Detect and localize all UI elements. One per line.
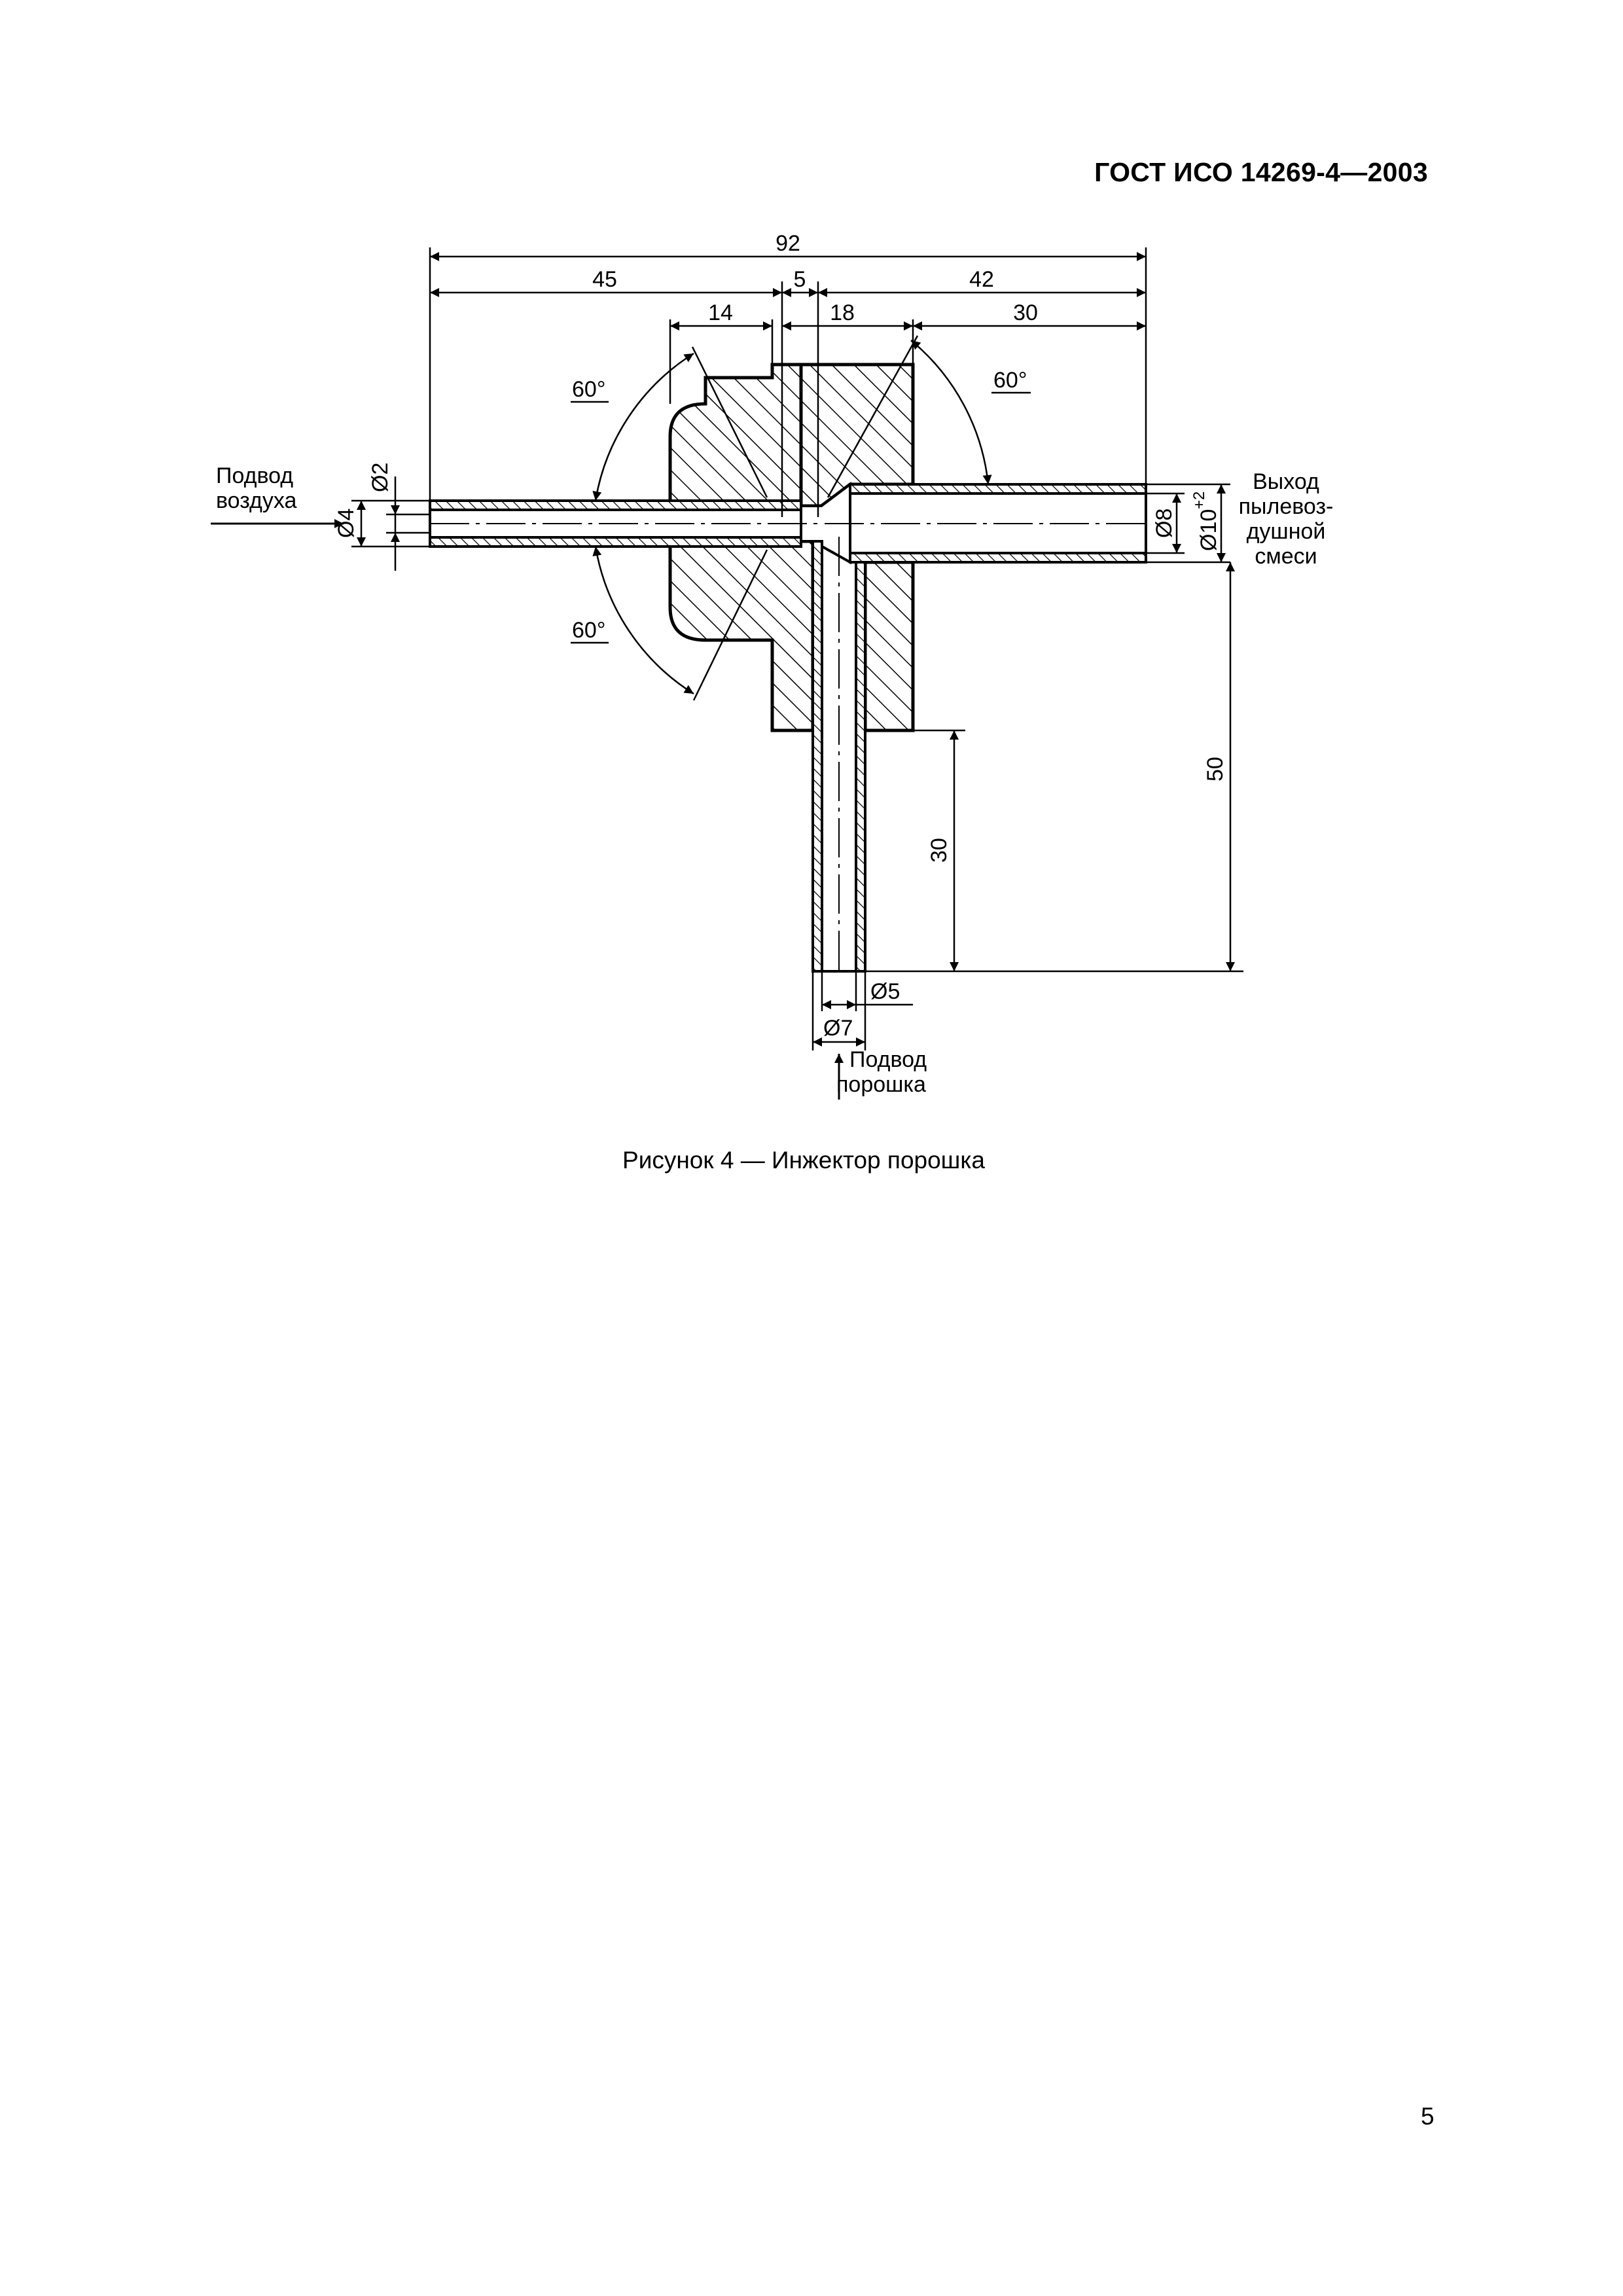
dim-14: 14 bbox=[708, 300, 733, 325]
flow-arrows bbox=[211, 519, 844, 1100]
dim-30-vertical: 30 bbox=[927, 838, 952, 863]
dim-d8: Ø8 bbox=[1152, 509, 1177, 538]
air-inlet-tube bbox=[429, 499, 818, 548]
angle-top-left: 60° bbox=[572, 377, 605, 402]
dim-45: 45 bbox=[592, 267, 617, 292]
inlet-diameter-dimensions bbox=[351, 476, 430, 571]
powder-inlet-label-line2: порошка bbox=[836, 1072, 926, 1097]
page-number: 5 bbox=[1421, 2103, 1435, 2130]
powder-diameter-dimensions bbox=[812, 971, 913, 1050]
air-inlet-label-line1: Подвод bbox=[216, 463, 293, 488]
outlet-label-line3: душной bbox=[1247, 519, 1326, 544]
dim-5: 5 bbox=[794, 267, 806, 292]
dim-d10-tolerance: +2 bbox=[1190, 492, 1208, 509]
figure-caption-text: Рисунок 4 — Инжектор порошка bbox=[622, 1147, 985, 1174]
powder-injector-drawing: 92 45 5 42 14 18 30 60° 60° 60° Ø4 Ø2 bbox=[211, 231, 1334, 1100]
dim-d7: Ø7 bbox=[823, 1016, 853, 1041]
dim-30-top: 30 bbox=[1013, 300, 1038, 325]
vertical-dimensions bbox=[865, 562, 1243, 973]
powder-inlet-tube bbox=[812, 537, 866, 973]
powder-inlet-label-line1: Подвод bbox=[849, 1047, 927, 1072]
angle-top-right: 60° bbox=[993, 368, 1027, 393]
dim-50: 50 bbox=[1203, 757, 1228, 781]
outlet-label-line2: пылевоз- bbox=[1239, 494, 1334, 519]
document-header: ГОСТ ИСО 14269-4—2003 bbox=[1094, 157, 1428, 187]
outlet-diameter-dimensions bbox=[1146, 483, 1230, 564]
dim-d2: Ø2 bbox=[368, 463, 393, 492]
dim-42: 42 bbox=[969, 267, 994, 292]
outlet-label-line1: Выход bbox=[1253, 469, 1319, 494]
angle-bottom-left: 60° bbox=[572, 618, 605, 643]
outlet-label-line4: смеси bbox=[1255, 544, 1317, 569]
dim-d5: Ø5 bbox=[870, 979, 900, 1004]
dim-92: 92 bbox=[776, 231, 800, 256]
angle-dimensions bbox=[571, 335, 1031, 701]
dim-18: 18 bbox=[830, 300, 855, 325]
figure-caption: Рисунок 4 — Инжектор порошка bbox=[0, 1147, 1623, 1174]
dim-d10: Ø10 bbox=[1196, 509, 1221, 551]
air-inlet-label-line2: воздуха bbox=[216, 488, 297, 513]
mixture-outlet-tube bbox=[825, 483, 1147, 564]
